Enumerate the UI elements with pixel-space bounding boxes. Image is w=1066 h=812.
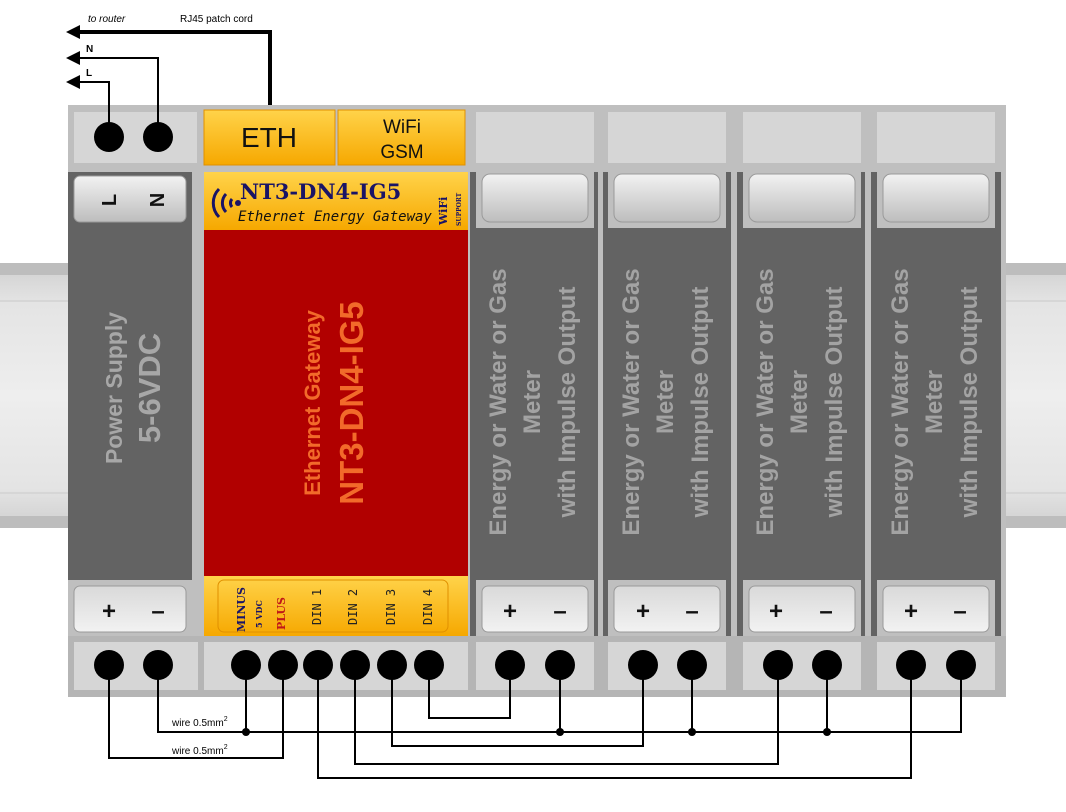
din2-wire bbox=[354, 665, 779, 765]
meter-1-line2: Meter bbox=[519, 370, 546, 434]
meter-2-line2: Meter bbox=[652, 370, 679, 434]
wire-junctions bbox=[242, 728, 831, 736]
meter-2-minus: – bbox=[685, 598, 698, 625]
meter-4-minus: – bbox=[953, 598, 966, 625]
power-l-label: L bbox=[99, 194, 121, 206]
meter-1-line1: Energy or Water or Gas bbox=[485, 268, 512, 535]
line-label: L bbox=[86, 68, 92, 79]
gateway-module: NT3-DN4-IG5 Ethernet Energy Gateway WiFi… bbox=[204, 172, 468, 636]
terminal-din1-label: DIN 1 bbox=[310, 589, 324, 625]
eth-label: ETH bbox=[241, 122, 297, 153]
power-minus-wire bbox=[157, 665, 247, 733]
meter-1-line3: with Impulse Output bbox=[554, 287, 581, 519]
meter-3-line3: with Impulse Output bbox=[821, 287, 848, 519]
meter-2-plus: + bbox=[636, 598, 650, 625]
gateway-subtitle: Ethernet Energy Gateway bbox=[238, 209, 432, 225]
meter-1-minus: – bbox=[553, 598, 566, 625]
wifi-support-small: SUPPORT bbox=[456, 192, 463, 226]
neutral-label: N bbox=[86, 44, 93, 55]
meter-2-line1: Energy or Water or Gas bbox=[618, 268, 645, 535]
bottom-terminal-row bbox=[74, 642, 995, 690]
meter-3-plus: + bbox=[769, 598, 783, 625]
meter-3-line1: Energy or Water or Gas bbox=[752, 268, 779, 535]
gsm-label: GSM bbox=[380, 142, 423, 163]
meter-module-3: Energy or Water or Gas Meter with Impuls… bbox=[737, 172, 865, 636]
power-supply-module: L N Power Supply 5-6VDC + – bbox=[68, 172, 192, 633]
power-n-label: N bbox=[147, 193, 169, 207]
wifi-label: WiFi bbox=[383, 117, 421, 138]
terminal-5vdc-label: 5 VDC bbox=[254, 600, 264, 628]
meter-module-4: Energy or Water or Gas Meter with Impuls… bbox=[871, 172, 1001, 636]
wifi-support-big: WiFi bbox=[437, 197, 450, 226]
gateway-vertical-1: Ethernet Gateway bbox=[300, 309, 325, 496]
common-minus-bus bbox=[246, 665, 962, 733]
power-title-1: Power Supply bbox=[101, 312, 127, 464]
neutral-wire bbox=[76, 57, 159, 137]
top-terminal-screws bbox=[94, 122, 173, 152]
power-plus-wire bbox=[108, 665, 284, 759]
meter-4-line3: with Impulse Output bbox=[956, 287, 983, 519]
arrowheads bbox=[66, 25, 80, 89]
din1-wire bbox=[317, 665, 912, 779]
terminal-din4-label: DIN 4 bbox=[421, 589, 435, 625]
wiring bbox=[76, 30, 962, 779]
meter-3-line2: Meter bbox=[786, 370, 813, 434]
patch-cord-label: RJ45 patch cord bbox=[180, 14, 253, 25]
power-title-2: 5-6VDC bbox=[132, 333, 167, 443]
meter-2-line3: with Impulse Output bbox=[687, 287, 714, 519]
meter-module-1: Energy or Water or Gas Meter with Impuls… bbox=[470, 172, 598, 636]
meter-1-plus: + bbox=[503, 598, 517, 625]
line-wire bbox=[76, 81, 110, 137]
to-router-label: to router bbox=[88, 14, 126, 25]
wifi-signal-icon bbox=[211, 187, 234, 219]
meter-4-line2: Meter bbox=[921, 370, 948, 434]
bottom-terminal-screws bbox=[94, 650, 976, 680]
wifi-gsm-port: WiFi GSM bbox=[337, 109, 466, 166]
eth-port: ETH bbox=[203, 109, 336, 166]
rj45-cable bbox=[76, 30, 272, 105]
gateway-vertical-2: NT3-DN4-IG5 bbox=[333, 301, 370, 505]
terminal-din2-label: DIN 2 bbox=[346, 589, 360, 625]
power-minus-label: – bbox=[151, 598, 164, 625]
meter-4-plus: + bbox=[904, 598, 918, 625]
meter-4-line1: Energy or Water or Gas bbox=[887, 268, 914, 535]
din4-wire bbox=[428, 665, 511, 719]
power-plus-label: + bbox=[102, 598, 116, 625]
wire-label-2: wire 0.5mm2 bbox=[171, 744, 228, 757]
din3-wire bbox=[391, 665, 644, 747]
meter-module-2: Energy or Water or Gas Meter with Impuls… bbox=[603, 172, 731, 636]
terminal-minus-label: MINUS bbox=[235, 587, 248, 632]
terminal-plus-label: PLUS bbox=[275, 597, 288, 630]
gateway-model-header: NT3-DN4-IG5 bbox=[240, 179, 401, 204]
terminal-din3-label: DIN 3 bbox=[384, 589, 398, 625]
meter-3-minus: – bbox=[819, 598, 832, 625]
wire-label-1: wire 0.5mm2 bbox=[171, 716, 228, 729]
